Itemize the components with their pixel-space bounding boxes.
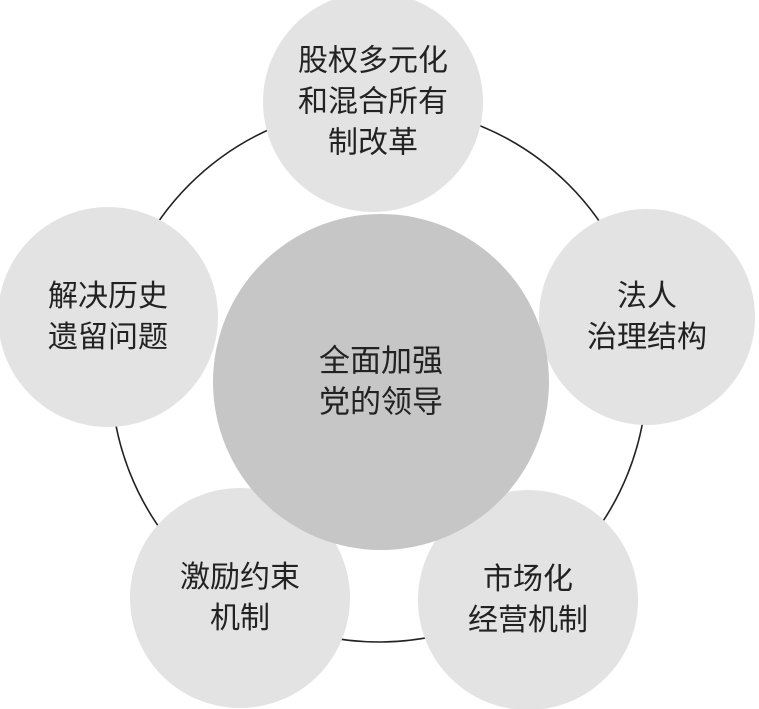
center-circle [213, 214, 549, 550]
node-label-bottom-left-line-2: 机制 [210, 601, 270, 636]
node-label-left-line-2: 遗留问题 [48, 320, 168, 355]
center-label-line-2: 党的领导 [319, 385, 443, 421]
node-label-right-line-2: 治理结构 [587, 320, 707, 355]
node-label-bottom-right-line-2: 经营机制 [468, 603, 588, 638]
node-label-top-line-2: 和混合所有 [298, 85, 448, 120]
node-circle-right [539, 209, 755, 425]
node-label-bottom-left-line-1: 激励约束 [180, 560, 300, 595]
center-label-line-1: 全面加强 [319, 344, 443, 380]
node-circle-bottom-left [130, 488, 350, 708]
node-circle-bottom-right [418, 490, 638, 709]
node-circle-left [0, 207, 218, 427]
node-label-left: 解决历史遗留问题 [48, 279, 168, 355]
node-circle-top [263, 0, 483, 212]
node-label-right-line-1: 法人 [617, 279, 677, 314]
node-label-right: 法人治理结构 [587, 279, 707, 355]
node-label-bottom-right-line-1: 市场化 [483, 562, 573, 597]
node-label-top: 股权多元化和混合所有制改革 [298, 44, 448, 161]
node-label-bottom-left: 激励约束机制 [180, 560, 300, 636]
node-label-left-line-1: 解决历史 [48, 279, 168, 314]
center-label: 全面加强党的领导 [319, 344, 443, 421]
node-label-top-line-1: 股权多元化 [298, 44, 448, 79]
node-label-top-line-3: 制改革 [328, 126, 418, 161]
node-label-bottom-right: 市场化经营机制 [468, 562, 588, 638]
